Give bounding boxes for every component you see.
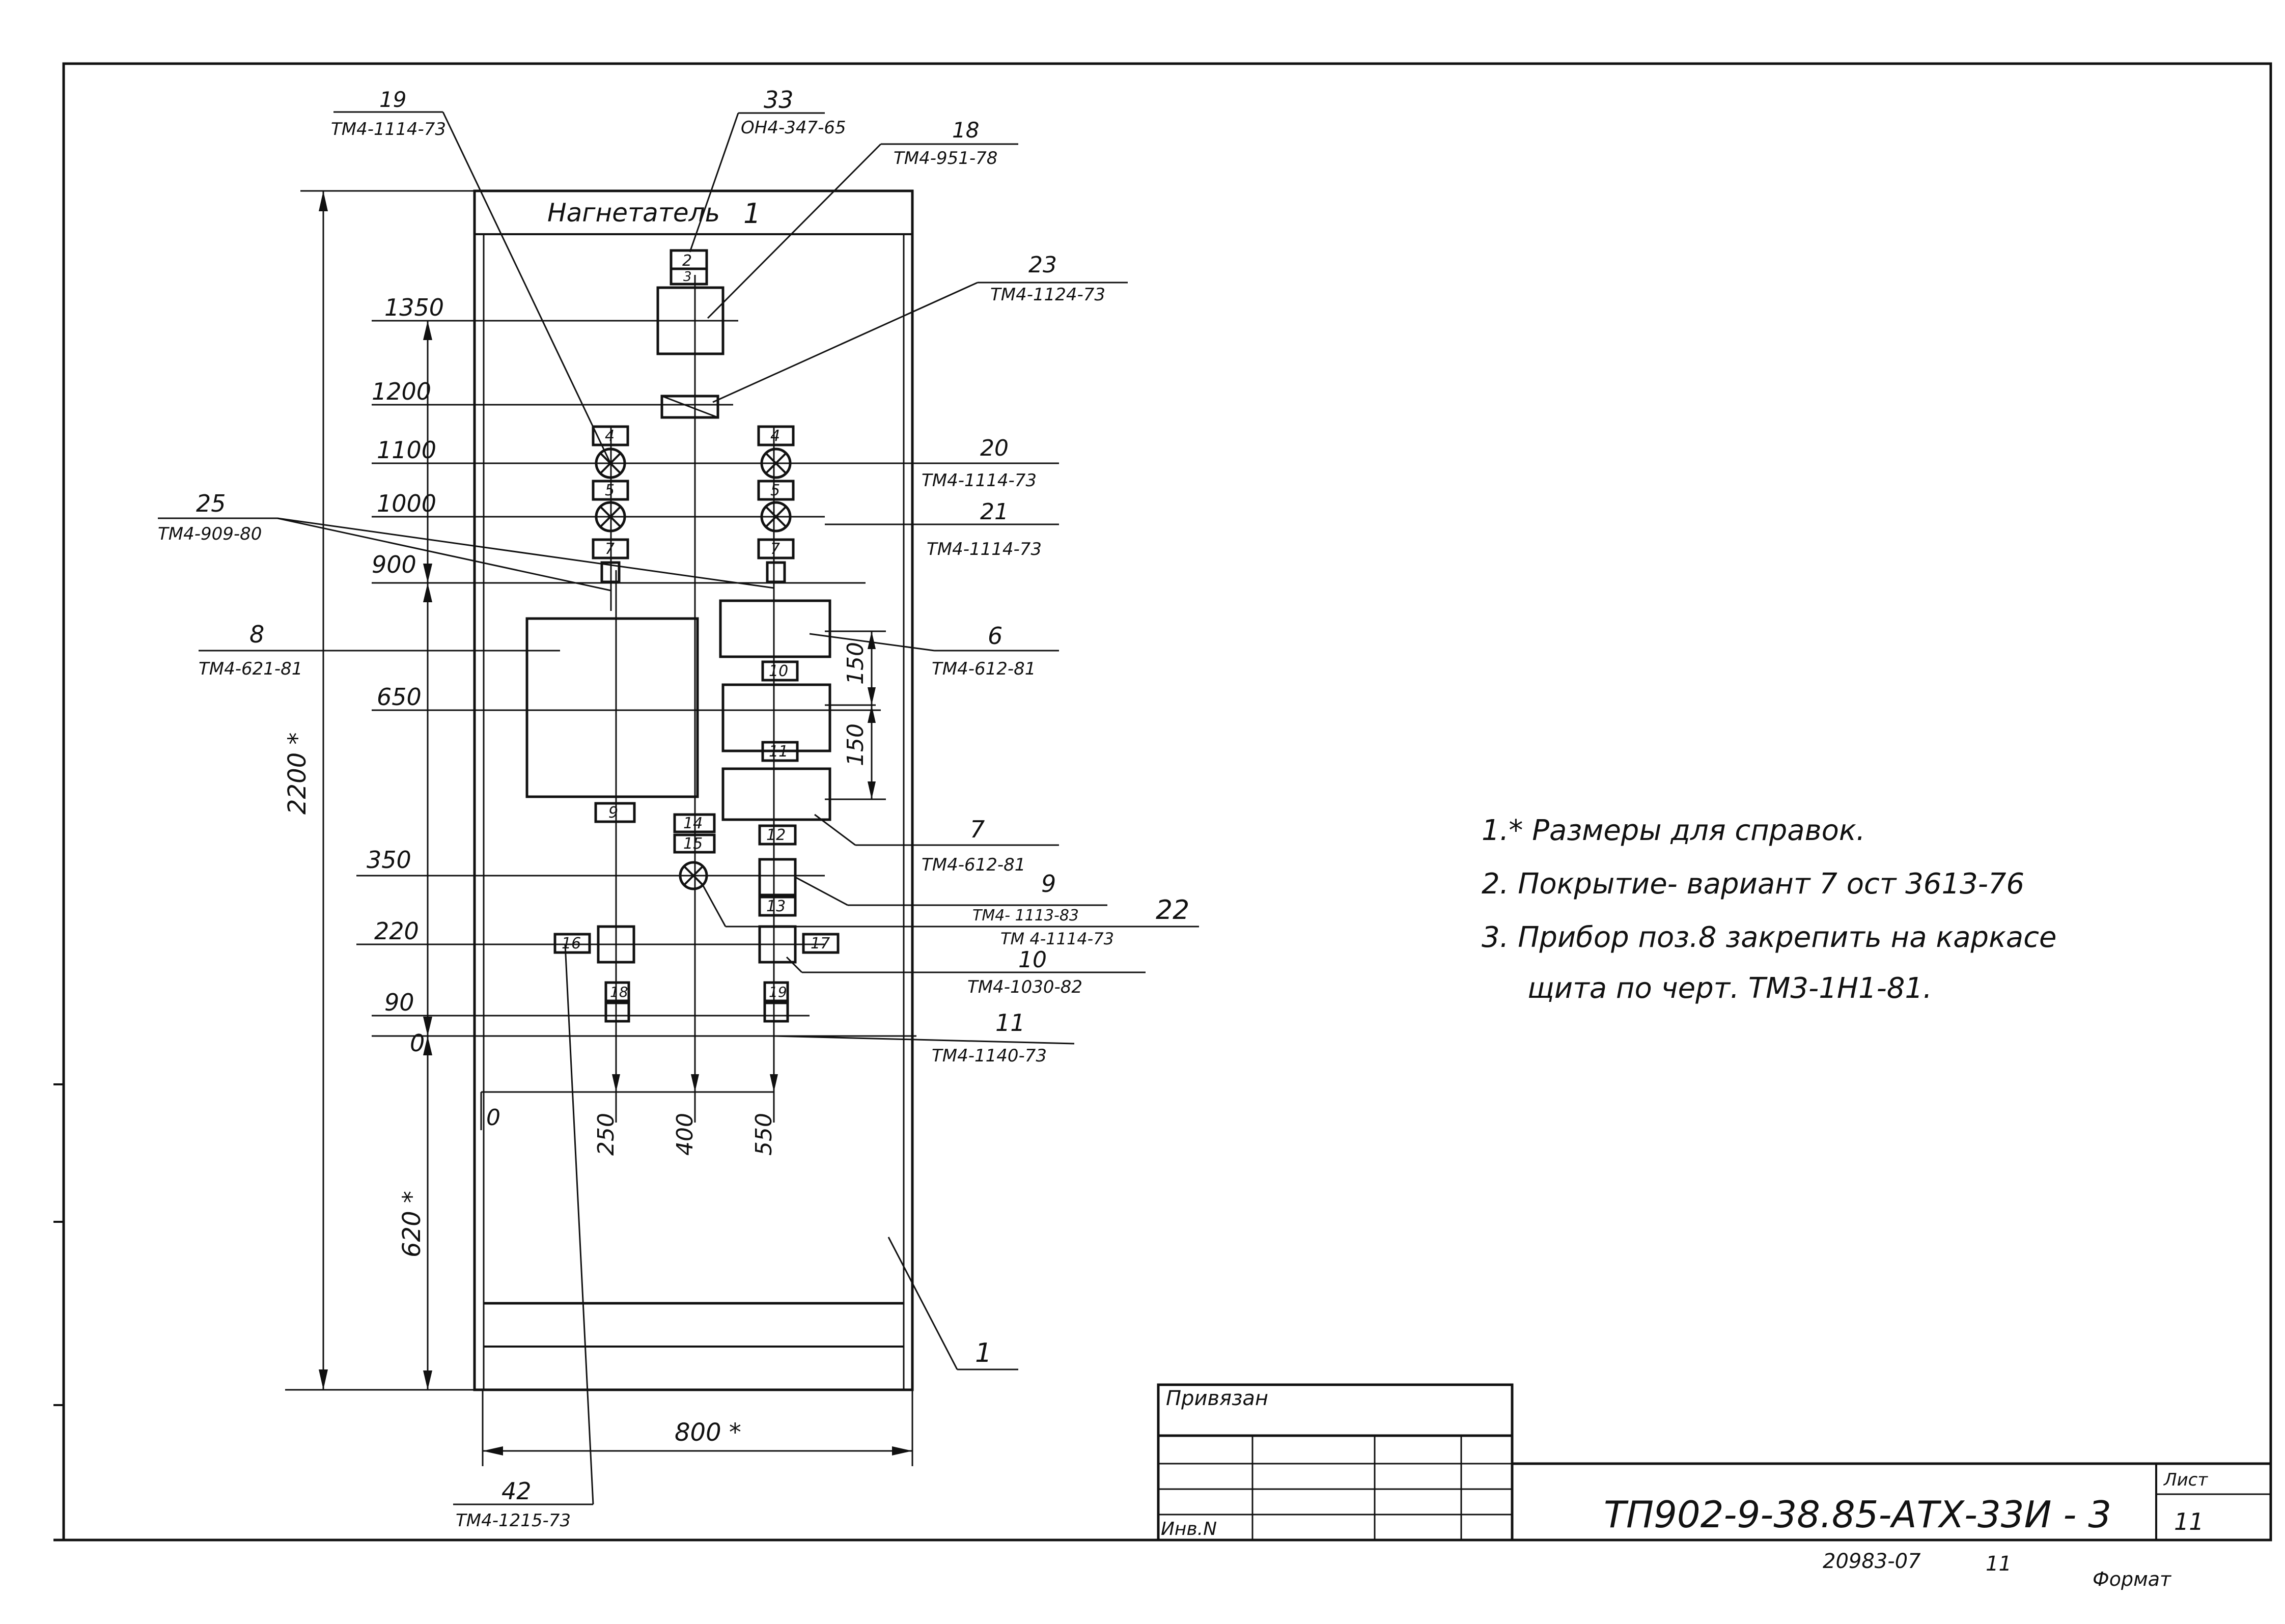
note-line: 3. Прибор поз.8 закрепить на каркасе [1482, 921, 2056, 954]
callout-pos: 21 [980, 499, 1009, 525]
svg-text:14: 14 [683, 815, 703, 832]
callout-pos: 42 [501, 1477, 532, 1505]
sheet-label: Лист [2163, 1470, 2208, 1490]
gap-dimensions: 150 150 [825, 630, 886, 800]
svg-text:15: 15 [683, 835, 703, 853]
callout-doc: ТМ4-612-81 [932, 659, 1036, 679]
callout-doc: ОН4-347-65 [741, 118, 846, 138]
svg-text:5: 5 [605, 482, 615, 499]
callout-doc: ТМ 4-1114-73 [1000, 929, 1114, 948]
devices [525, 249, 840, 1023]
callout-doc: ТМ4-612-81 [922, 855, 1025, 875]
panel-outline [473, 189, 914, 1391]
archive-sheet: 11 [1986, 1552, 2012, 1576]
svg-text:19: 19 [769, 984, 787, 1000]
elevation-label: 220 [374, 917, 419, 945]
callout-pos: 8 [249, 621, 264, 648]
svg-text:3: 3 [683, 269, 692, 285]
callout-pos: 19 [379, 87, 406, 112]
gap-label: 150 [843, 723, 869, 766]
elevation-label: 1200 [372, 378, 431, 405]
panel-title-pos: 1 [743, 198, 761, 230]
panel-title: Нагнетатель [547, 198, 720, 228]
elevation-label: 0 [410, 1029, 425, 1057]
callout-pos: 33 [764, 86, 794, 114]
callouts: 19 ТМ4-1114-73 33 ОН4-347-65 18 ТМ4-951-… [158, 86, 1199, 1531]
hdim-label: 400 [672, 1113, 698, 1156]
svg-text:16: 16 [562, 935, 581, 953]
svg-text:12: 12 [766, 826, 786, 844]
note-line: 2. Покрытие- вариант 7 ост 3613-76 [1482, 867, 2024, 901]
box-labels: 2 3 4 5 4 5 6 7 6 7 9 10 11 12 13 14 15 … [562, 252, 830, 1000]
elevation-label: 1100 [377, 436, 436, 464]
hdim-label: 250 [593, 1113, 619, 1156]
elevation-label: 900 [372, 551, 416, 578]
gap-label: 150 [843, 642, 869, 685]
format-label: Формат [2093, 1568, 2172, 1590]
svg-text:4: 4 [770, 427, 780, 445]
callout-pos: 10 [1018, 947, 1047, 973]
elevation-dimension-chain: 620 * [398, 321, 432, 1390]
svg-text:4: 4 [605, 427, 615, 445]
svg-text:17: 17 [811, 935, 830, 953]
lower-height-label: 620 * [398, 1191, 426, 1257]
callout-doc: ТМ4-1030-82 [967, 977, 1082, 997]
sheet-border [62, 62, 2272, 1542]
drawing-designation: ТП902-9-38.85-АТХ-33И - 3 [1604, 1493, 2111, 1536]
note-line: щита по черт. ТМ3-1Н1-81. [1527, 972, 1932, 1005]
svg-text:7: 7 [770, 540, 780, 558]
svg-text:2: 2 [682, 252, 692, 270]
callout-pos: 23 [1028, 252, 1057, 278]
callout-doc: ТМ4-1140-73 [932, 1046, 1047, 1066]
elevation-label: 90 [384, 989, 414, 1016]
privyazan-label: Привязан [1166, 1387, 1268, 1410]
svg-text:9: 9 [608, 804, 618, 822]
elevation-label: 1350 [384, 294, 444, 321]
callout-doc: ТМ4-1124-73 [990, 285, 1105, 305]
callout-pos: 22 [1156, 895, 1189, 926]
callout-pos: 9 [1041, 870, 1056, 898]
callout-doc: ТМ4-951-78 [894, 148, 997, 169]
callout-doc: ТМ4- 1113-83 [972, 907, 1079, 925]
callout-pos: 25 [196, 490, 226, 517]
svg-text:5: 5 [770, 482, 780, 499]
callout-doc: ТМ4-1114-73 [927, 539, 1042, 559]
callout-doc: ТМ4-1114-73 [331, 119, 446, 139]
callout-pos: 11 [995, 1009, 1025, 1037]
horizontal-dimensions: 0 250 400 550 [480, 1074, 778, 1156]
svg-text:10: 10 [769, 662, 788, 680]
callout-pos: 6 [988, 622, 1002, 650]
elevation-label: 350 [367, 846, 411, 874]
notes: 1.* Размеры для справок. 2. Покрытие- ва… [1482, 814, 2056, 1005]
overall-height-dimension: 2200 * [283, 190, 475, 1391]
callout-doc: ТМ4-621-81 [199, 659, 302, 679]
panel-width-label: 800 * [675, 1418, 741, 1447]
sheet-number: 11 [2174, 1508, 2204, 1535]
elevation-label: 1000 [377, 490, 436, 517]
callout-pos: 1 [975, 1338, 992, 1368]
svg-text:18: 18 [610, 984, 628, 1000]
hdim-label: 0 [486, 1105, 500, 1131]
inv-no-label: Инв.N [1161, 1519, 1217, 1539]
elevation-label: 650 [377, 683, 422, 711]
svg-text:7: 7 [605, 540, 615, 558]
note-line: 1.* Размеры для справок. [1482, 814, 1865, 847]
callout-doc: ТМ4-1215-73 [456, 1510, 571, 1531]
svg-text:11: 11 [769, 743, 788, 761]
hdim-label: 550 [751, 1113, 777, 1156]
callout-pos: 20 [980, 435, 1009, 461]
svg-text:13: 13 [766, 898, 786, 915]
elevation-levels: 1350 1200 1100 1000 900 650 350 220 90 0 [356, 294, 916, 1057]
callout-pos: 7 [970, 816, 985, 843]
callout-doc: ТМ4-909-80 [158, 524, 262, 544]
callout-pos: 18 [952, 118, 979, 143]
archive-number: 20983-07 [1823, 1550, 1921, 1573]
title-block: Привязан Инв.N ТП902-9-38.85-АТХ-33И - 3… [1157, 1383, 2271, 1590]
overall-height-label: 2200 * [283, 733, 312, 815]
panel-front-view: Нагнетатель 1 [473, 189, 914, 1391]
panel-width-dimension: 800 * [482, 1390, 913, 1466]
callout-doc: ТМ4-1114-73 [922, 470, 1037, 491]
